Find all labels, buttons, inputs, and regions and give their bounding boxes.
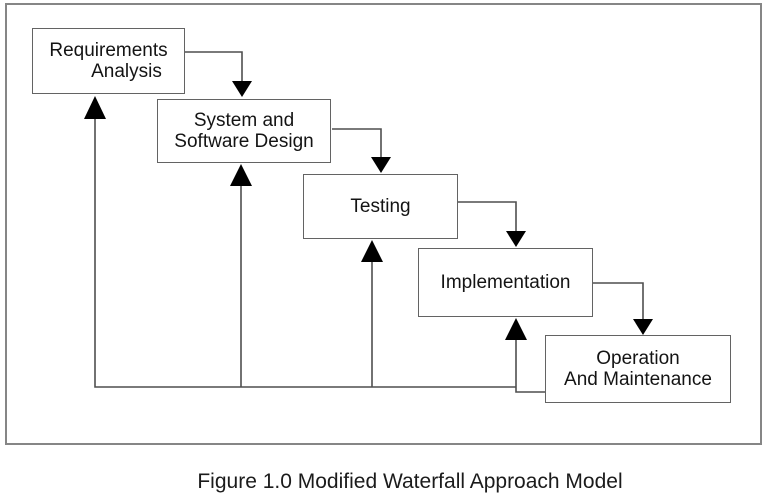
stage-label: Testing — [350, 196, 411, 217]
stage-label: Operation — [596, 348, 680, 369]
stage-operation-maintenance: Operation And Maintenance — [545, 335, 731, 403]
up-arrow-icon — [84, 96, 106, 119]
connector-lines — [94, 51, 644, 393]
feedback-rail — [94, 119, 516, 388]
down-arrow-icon — [371, 157, 391, 173]
figure-caption: Figure 1.0 Modified Waterfall Approach M… — [197, 470, 623, 493]
stage-testing: Testing — [303, 174, 458, 239]
forward-line-design-to-testing — [332, 128, 382, 157]
forward-line-implementation-to-operation — [593, 282, 644, 319]
down-arrow-icon — [506, 231, 526, 247]
feedback-line-operation-to-implementation — [515, 340, 545, 393]
stage-system-software-design: System and Software Design — [157, 99, 331, 163]
forward-line-requirements-to-design — [185, 51, 243, 81]
stage-label: Implementation — [440, 272, 571, 293]
down-arrow-icon — [232, 81, 252, 97]
diagram-frame — [5, 3, 762, 445]
up-arrow-icon — [361, 240, 383, 262]
stage-label: Software Design — [174, 131, 314, 152]
down-arrow-icon — [633, 319, 653, 335]
up-arrow-icon — [230, 164, 252, 186]
arrowheads — [84, 81, 653, 340]
stage-requirements-analysis: Requirements Analysis — [32, 28, 185, 94]
forward-line-testing-to-implementation — [458, 201, 517, 231]
stage-label: Analysis — [91, 61, 162, 82]
stage-label: And Maintenance — [564, 369, 712, 390]
up-arrow-icon — [505, 318, 527, 340]
stage-implementation: Implementation — [418, 248, 593, 317]
stage-label: System and — [193, 110, 295, 131]
stage-label: Requirements — [49, 40, 168, 61]
